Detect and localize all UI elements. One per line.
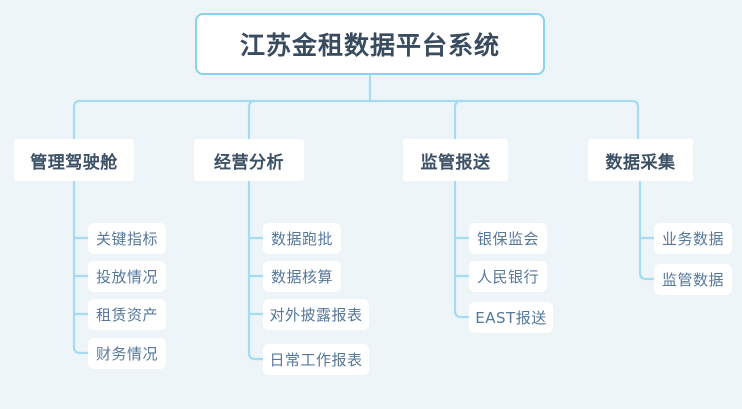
trunk-col-1 bbox=[247, 179, 265, 361]
leaf-node[interactable]: 人民银行 bbox=[469, 261, 547, 292]
leaf-node-label: 人民银行 bbox=[476, 268, 539, 286]
leaf-node-label: 监管数据 bbox=[661, 271, 724, 289]
leaf-node-label: 数据核算 bbox=[270, 268, 333, 286]
leaf-node[interactable]: 关键指标 bbox=[88, 223, 166, 254]
trunk-col-0 bbox=[72, 179, 90, 355]
level2-bus bbox=[72, 99, 640, 141]
branch-node-label: 管理驾驶舱 bbox=[30, 152, 118, 173]
leaf-node-label: 业务数据 bbox=[661, 230, 724, 248]
trunk-col-3 bbox=[638, 179, 656, 281]
branch-node-label: 经营分析 bbox=[214, 152, 284, 173]
leaf-node[interactable]: 银保监会 bbox=[469, 223, 547, 254]
leaf-node-label: 租赁资产 bbox=[95, 306, 158, 324]
leaf-node[interactable]: 财务情况 bbox=[88, 338, 166, 369]
branch-drop-2 bbox=[453, 99, 463, 141]
leaf-node-label: 财务情况 bbox=[95, 345, 158, 363]
leaf-node[interactable]: 投放情况 bbox=[88, 261, 166, 292]
leaf-node[interactable]: 日常工作报表 bbox=[263, 344, 369, 375]
leaf-node-label: 关键指标 bbox=[95, 230, 158, 248]
branch-node-business-analysis[interactable]: 经营分析 bbox=[194, 139, 304, 181]
leaf-node-label: EAST报送 bbox=[475, 309, 547, 327]
branch-node-regulatory-reporting[interactable]: 监管报送 bbox=[403, 139, 508, 181]
leaf-node-label: 投放情况 bbox=[95, 268, 158, 286]
leaf-node[interactable]: 数据核算 bbox=[263, 261, 341, 292]
branch-node-data-collection[interactable]: 数据采集 bbox=[588, 139, 693, 181]
root-node-label: 江苏金租数据平台系统 bbox=[239, 31, 500, 60]
leaf-node-label: 对外披露报表 bbox=[269, 306, 363, 324]
root-node[interactable]: 江苏金租数据平台系统 bbox=[195, 13, 545, 75]
trunk-col-2 bbox=[453, 179, 471, 319]
leaf-node[interactable]: 对外披露报表 bbox=[263, 299, 369, 330]
leaf-node[interactable]: 数据跑批 bbox=[263, 223, 341, 254]
leaf-node-label: 日常工作报表 bbox=[269, 351, 363, 369]
leaf-node[interactable]: EAST报送 bbox=[469, 302, 553, 333]
leaf-node[interactable]: 业务数据 bbox=[654, 223, 732, 254]
leaf-node-label: 数据跑批 bbox=[270, 230, 333, 248]
branch-node-management-cockpit[interactable]: 管理驾驶舱 bbox=[14, 139, 134, 181]
leaf-node-label: 银保监会 bbox=[476, 230, 539, 248]
leaf-node[interactable]: 租赁资产 bbox=[88, 299, 166, 330]
branch-drop-1 bbox=[247, 99, 257, 141]
leaf-node[interactable]: 监管数据 bbox=[654, 264, 732, 295]
branch-node-label: 监管报送 bbox=[420, 152, 491, 173]
branch-node-label: 数据采集 bbox=[605, 152, 676, 173]
